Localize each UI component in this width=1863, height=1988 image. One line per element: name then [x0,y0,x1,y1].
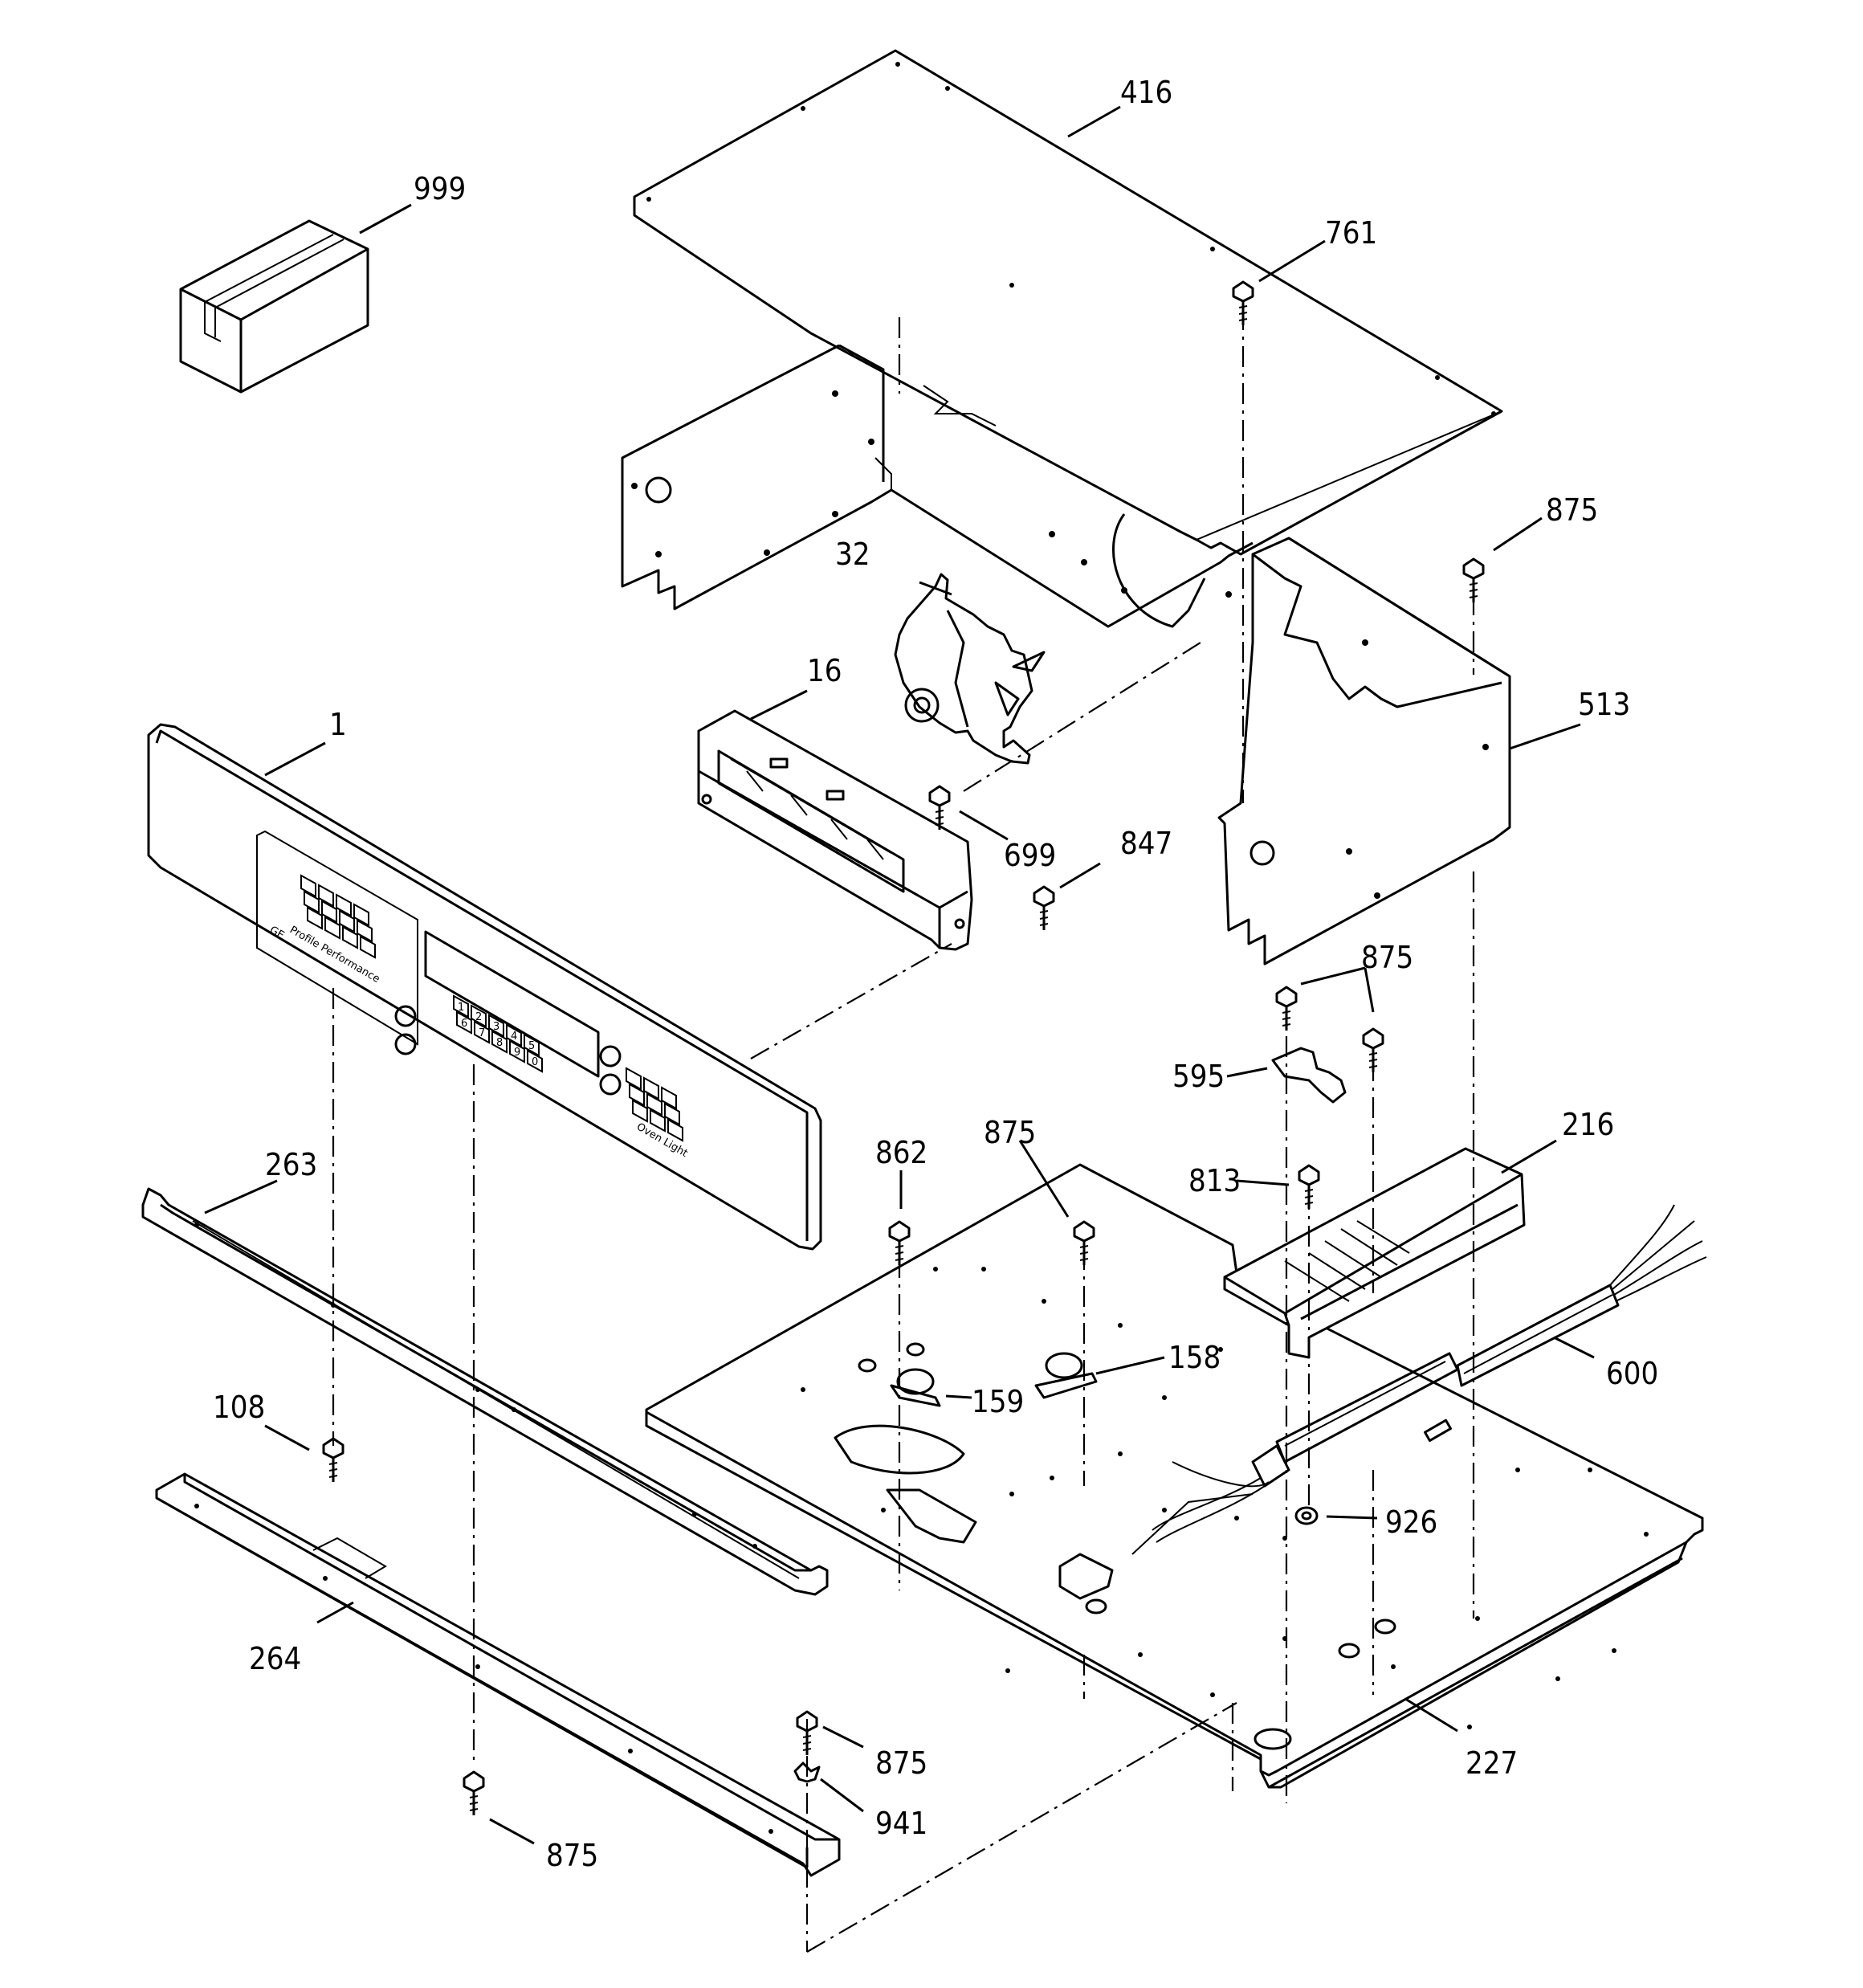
svg-text:0: 0 [532,1056,538,1068]
panel-key: 1 [453,994,469,1018]
panel-key [357,919,373,943]
callout-227: 227 [1466,1745,1518,1781]
panel-key: 6 [456,1010,472,1035]
callout-1: 1 [329,707,347,742]
panel-key [664,1102,680,1126]
panel-key [626,1067,642,1091]
callout-264: 264 [249,1641,301,1676]
callout-600: 600 [1606,1356,1658,1391]
panel-key: 8 [491,1030,508,1054]
panel-key [353,903,369,927]
panel-key [650,1108,666,1133]
callout-813: 813 [1188,1163,1241,1198]
callout-875-middle: 875 [984,1115,1036,1150]
svg-text:9: 9 [514,1047,520,1059]
panel-keypad-right [626,1067,683,1142]
part-513-side-wrapper [1217,537,1511,965]
callout-416: 416 [1120,75,1172,110]
part-216-shield [1223,1147,1526,1359]
screw-699 [928,785,951,830]
panel-key [667,1118,683,1142]
part-16-control-board [697,709,973,951]
svg-text:7: 7 [479,1027,485,1039]
panel-key [336,893,352,917]
panel-key [300,874,316,898]
panel-key [321,900,337,924]
part-back-wall [621,344,1254,628]
part-941-clip [793,1761,821,1783]
panel-key [339,909,355,933]
panel-key [661,1086,677,1110]
callout-216: 216 [1562,1107,1614,1142]
svg-text:6: 6 [461,1018,467,1030]
panel-key: 0 [527,1049,543,1073]
callout-761: 761 [1325,215,1377,251]
callout-926: 926 [1385,1504,1437,1540]
panel-keypad-upper [300,874,376,959]
part-416-top-cover [633,49,1503,556]
svg-text:5: 5 [528,1040,535,1052]
callout-875-right: 875 [1361,940,1413,975]
part-263-trim [141,1187,829,1596]
part-926-washer [1294,1506,1319,1525]
screw-847 [1033,885,1055,930]
callout-875-bottom: 875 [546,1838,598,1873]
panel-key [307,906,323,930]
callout-862: 862 [875,1135,927,1170]
panel-key: 4 [506,1023,522,1047]
part-158-thermostat [1034,1352,1098,1399]
part-600-heating-element [1152,1204,1707,1543]
svg-text:8: 8 [496,1037,503,1049]
panel-key: 5 [524,1033,540,1057]
svg-text:1: 1 [458,1002,464,1014]
panel-key [629,1083,645,1107]
panel-key [318,884,334,908]
screws-group [322,280,1485,1815]
panel-key [342,925,358,949]
callout-labels: 416 999 761 875 32 16 513 1 699 847 875 … [213,75,1658,1873]
screw-875-top [1462,557,1485,602]
svg-text:3: 3 [493,1021,499,1033]
svg-text:4: 4 [511,1031,517,1043]
callout-941: 941 [875,1806,927,1841]
screw-875-a [1275,986,1298,1031]
part-999-carton [179,219,369,394]
panel-key [632,1099,648,1123]
part-227-bottom-panel [645,1163,1704,1789]
panel-key [304,890,320,914]
panel-key [324,916,340,940]
callout-875-top: 875 [1546,492,1598,528]
panel-key [360,935,376,959]
panel-key: 7 [474,1020,490,1044]
svg-text:2: 2 [475,1011,482,1023]
callout-847: 847 [1120,826,1172,861]
leader-lines [204,105,1595,1845]
callout-159: 159 [972,1384,1024,1419]
panel-key: 9 [509,1039,525,1063]
callout-513: 513 [1578,687,1630,722]
panel-key [643,1076,659,1100]
callout-32: 32 [835,537,870,572]
assembly-lines [332,309,1475,1953]
panel-key: 2 [471,1004,487,1028]
callout-699: 699 [1004,838,1056,873]
callout-108: 108 [213,1390,265,1425]
part-264-bottom-trim [155,1472,841,1877]
callout-16: 16 [807,653,842,688]
callout-158: 158 [1168,1340,1221,1375]
callout-263: 263 [265,1147,317,1182]
part-595-clamp [1271,1047,1347,1104]
screw-875-e [463,1770,485,1815]
part-32-fan-motor [894,573,1046,765]
callout-595: 595 [1172,1059,1225,1094]
panel-key: 3 [488,1014,504,1038]
callout-999: 999 [414,171,466,206]
part-159-thermostat [890,1368,941,1407]
callout-875-lower: 875 [875,1745,927,1781]
panel-key [646,1092,662,1116]
